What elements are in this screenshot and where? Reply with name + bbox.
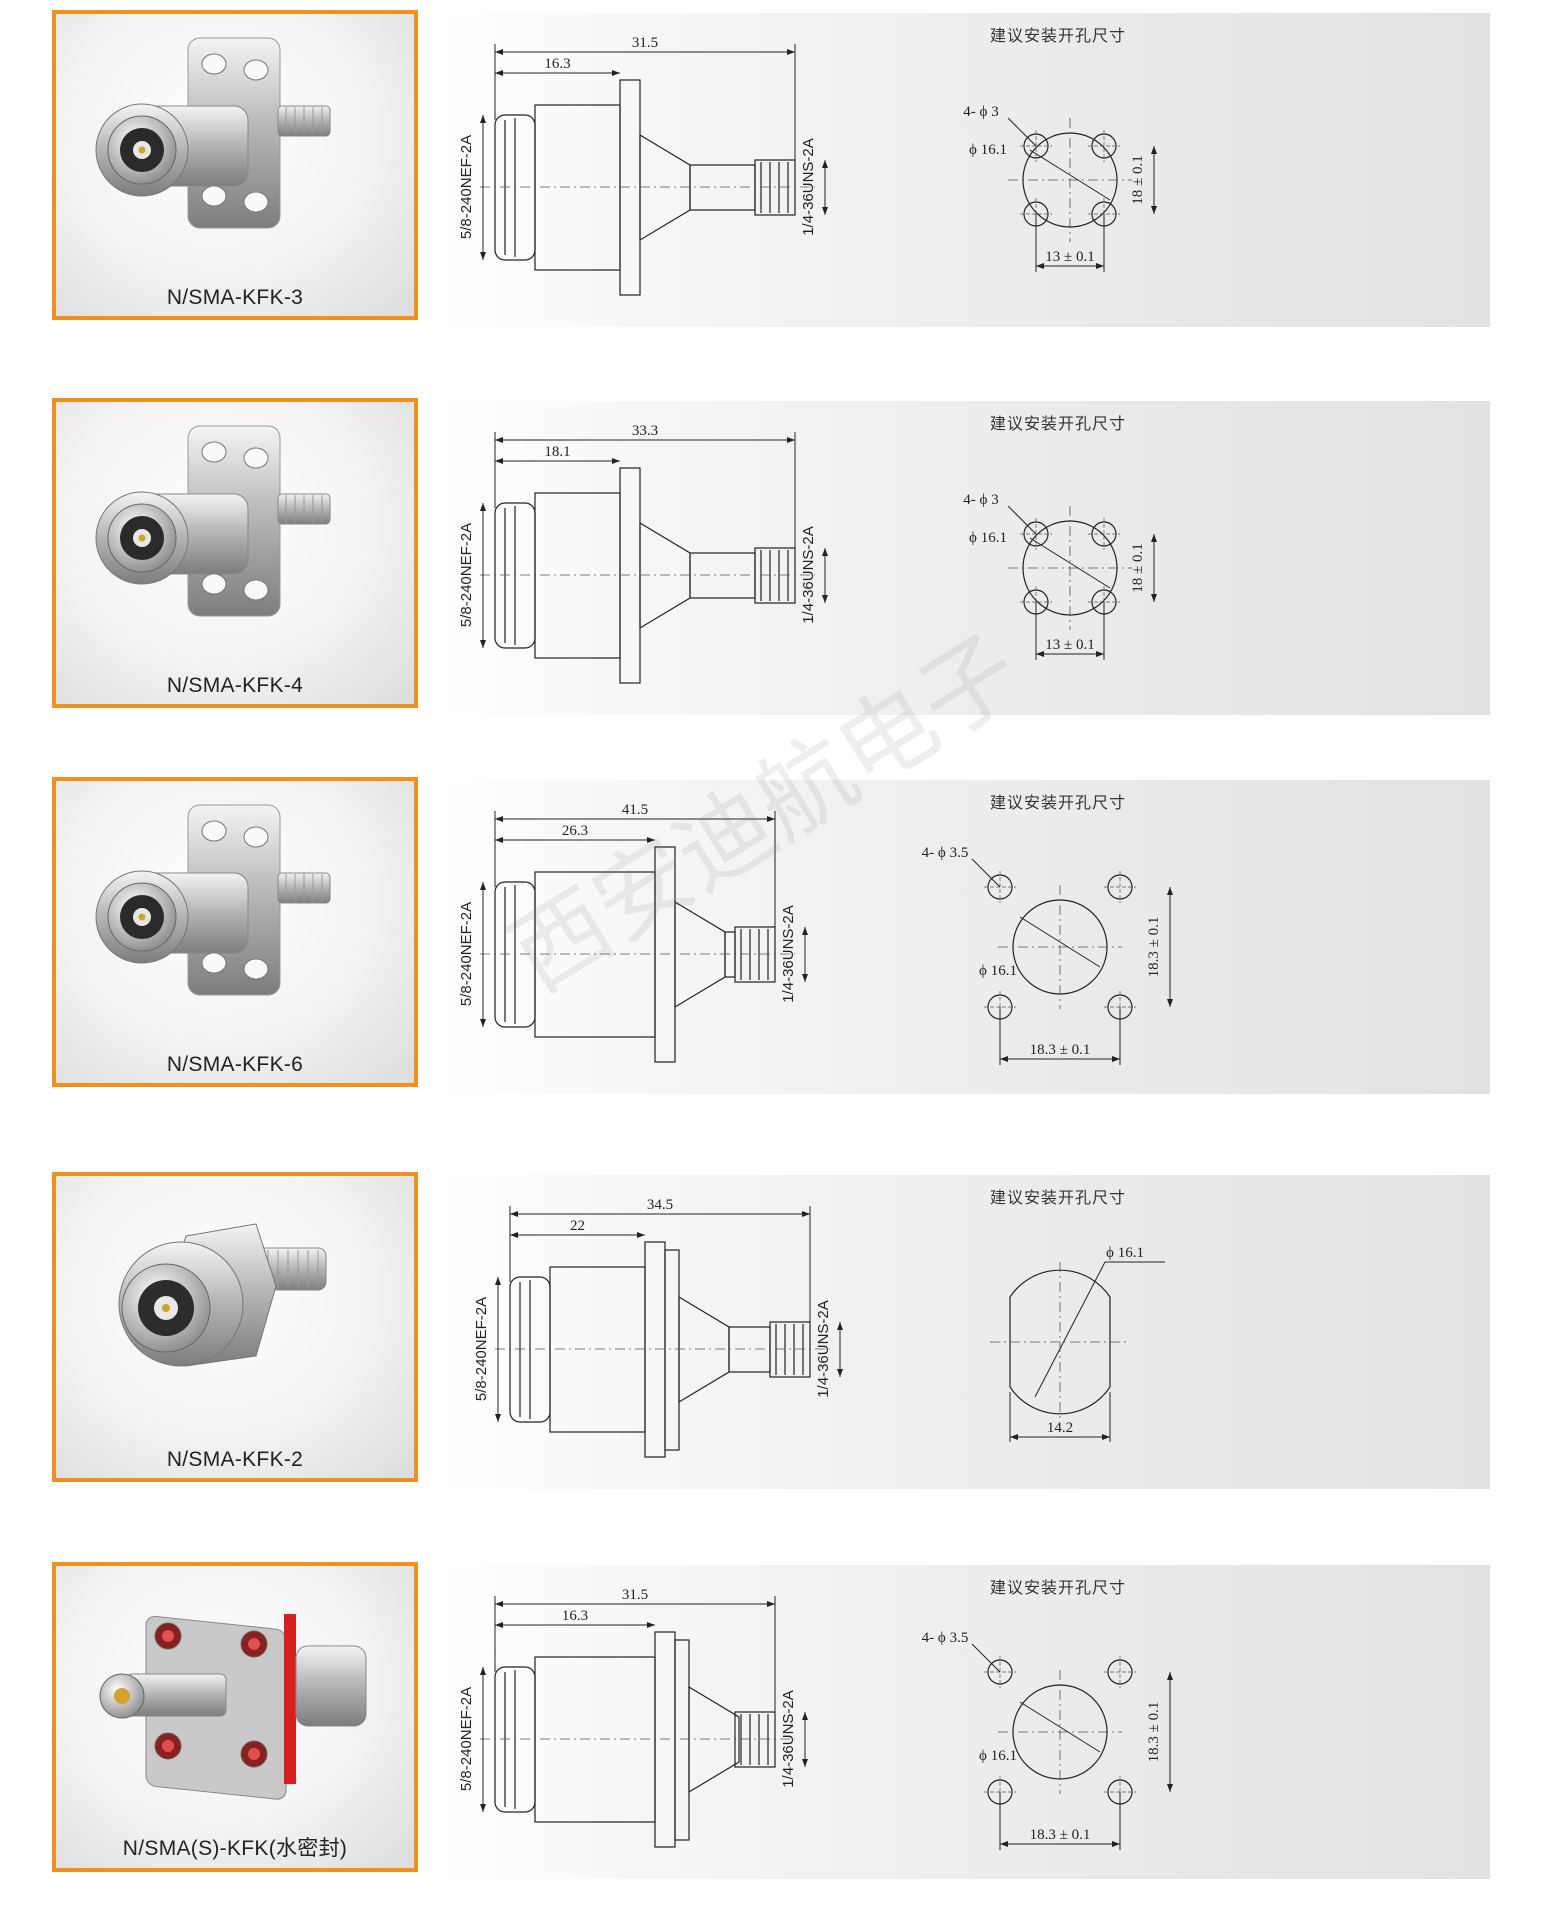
- hole-size-title: 建议安装开孔尺寸: [990, 26, 1127, 45]
- product-row: N/SMA-KFK-4 33.3 18.1 5/8-240NEF-2A 1/4-36UN…: [0, 398, 1545, 718]
- product-row: N/SMA-KFK-6 41.5 26.3 5/8-240NEF-2A 1/4-36UN…: [0, 777, 1545, 1097]
- hole-vertical-label: 18 ± 0.1: [1130, 155, 1146, 204]
- product-row: N/SMA-KFK-3 31.5 16.3 5/8-240NEF-2A 1/4-36UN…: [0, 10, 1545, 330]
- drawing-panel: [438, 401, 1490, 715]
- hole-center-label: ϕ 16.1: [979, 963, 1017, 979]
- connector-illustration: [118, 1223, 327, 1367]
- hole-size-title: 建议安装开孔尺寸: [990, 1188, 1127, 1207]
- drawing-panel: [438, 13, 1490, 327]
- thread-left-label: 5/8-240NEF-2A: [458, 1687, 475, 1791]
- dimension-front: 18.1: [544, 444, 570, 460]
- hole-vertical-label: 18.3 ± 0.1: [1146, 917, 1162, 978]
- thread-right-label: 1/4-36UNS-2A: [800, 526, 817, 624]
- dimension-total: 41.5: [622, 802, 648, 818]
- connector-illustration: [95, 37, 331, 229]
- hole-center-label: ϕ 16.1: [979, 1748, 1017, 1764]
- product-caption: N/SMA(S)-KFK(水密封): [122, 1837, 348, 1860]
- thread-right-label: 1/4-36UNS-2A: [800, 138, 817, 236]
- product-caption: N/SMA-KFK-4: [166, 674, 304, 697]
- technical-drawing: 34.5 22 5/8-240NEF-2A 1/4-36UNS-2A ϕ 16.1 14.…: [473, 1197, 1165, 1458]
- thread-right-label: 1/4-36UNS-2A: [780, 905, 797, 1003]
- hole-vertical-label: 18 ± 0.1: [1130, 543, 1146, 592]
- hole-count-label: 4- ϕ 3.5: [922, 845, 969, 861]
- dimension-front: 16.3: [562, 1608, 588, 1624]
- thread-left-label: 5/8-240NEF-2A: [458, 135, 475, 239]
- hole-center-label: ϕ 16.1: [1106, 1245, 1144, 1261]
- hole-center-label: ϕ 16.1: [969, 530, 1007, 546]
- thread-left-label: 5/8-240NEF-2A: [458, 902, 475, 1006]
- product-photo: N/SMA-KFK-2: [52, 1172, 418, 1482]
- dimension-front: 26.3: [562, 823, 588, 839]
- hole-count-label: 4- ϕ 3.5: [922, 1630, 969, 1646]
- product-photo: N/SMA(S)-KFK(水密封): [52, 1562, 418, 1872]
- hole-horizontal-label: 18.3 ± 0.1: [1030, 1042, 1091, 1058]
- technical-drawing: 41.5 26.3 5/8-240NEF-2A 1/4-36UNS-2A 4- ϕ 3.…: [458, 802, 1173, 1065]
- thread-right-label: 1/4-36UNS-2A: [780, 1690, 797, 1788]
- connector-illustration: [95, 804, 331, 996]
- thread-left-label: 5/8-240NEF-2A: [473, 1297, 490, 1401]
- hole-horizontal-label: 13 ± 0.1: [1045, 249, 1094, 265]
- thread-left-label: 5/8-240NEF-2A: [458, 523, 475, 627]
- hole-horizontal-label: 18.3 ± 0.1: [1030, 1827, 1091, 1843]
- dimension-total: 34.5: [647, 1197, 673, 1213]
- technical-drawing: 31.5 16.3 5/8-240NEF-2A 1/4-36UNS-2A 4- ϕ 3 ϕ…: [458, 35, 1157, 296]
- product-caption: N/SMA-KFK-2: [166, 1448, 304, 1471]
- product-caption: N/SMA-KFK-3: [166, 286, 304, 309]
- dimension-total: 31.5: [622, 1587, 648, 1603]
- hole-size-title: 建议安装开孔尺寸: [990, 793, 1127, 812]
- dimension-total: 33.3: [632, 423, 658, 439]
- product-caption: N/SMA-KFK-6: [166, 1053, 304, 1076]
- drawing-panel: [438, 1565, 1490, 1879]
- dimension-front: 16.3: [544, 56, 570, 72]
- hole-size-title: 建议安装开孔尺寸: [990, 414, 1127, 433]
- technical-drawing: 31.5 16.3 5/8-240NEF-2A 1/4-36UNS-2A 4- ϕ 3.…: [458, 1587, 1173, 1850]
- hole-count-label: 4- ϕ 3: [963, 104, 998, 120]
- hole-center-label: ϕ 16.1: [969, 142, 1007, 158]
- product-photo: N/SMA-KFK-4: [52, 398, 418, 708]
- dimension-front: 22: [570, 1218, 585, 1234]
- product-row: N/SMA-KFK-2 34.5 22 5/8-240NEF-2A 1/4-36UNS-…: [0, 1172, 1545, 1492]
- hole-horizontal-label: 13 ± 0.1: [1045, 637, 1094, 653]
- connector-illustration: [95, 425, 331, 617]
- product-photo: N/SMA-KFK-3: [52, 10, 418, 320]
- dimension-total: 31.5: [632, 35, 658, 51]
- hole-size-title: 建议安装开孔尺寸: [990, 1578, 1127, 1597]
- hole-width-label: 14.2: [1047, 1420, 1073, 1436]
- product-row: N/SMA(S)-KFK(水密封) 31.5 16.3 5/8-240NEF-2A 1/…: [0, 1562, 1545, 1882]
- thread-right-label: 1/4-36UNS-2A: [815, 1300, 832, 1398]
- drawing-panel: [438, 1175, 1490, 1489]
- drawing-panel: [438, 780, 1490, 1094]
- product-photo: N/SMA-KFK-6: [52, 777, 418, 1087]
- hole-vertical-label: 18.3 ± 0.1: [1146, 1702, 1162, 1763]
- technical-drawing: 33.3 18.1 5/8-240NEF-2A 1/4-36UNS-2A 4- ϕ 3 ϕ…: [458, 423, 1157, 684]
- hole-count-label: 4- ϕ 3: [963, 492, 998, 508]
- connector-illustration: [99, 1614, 367, 1800]
